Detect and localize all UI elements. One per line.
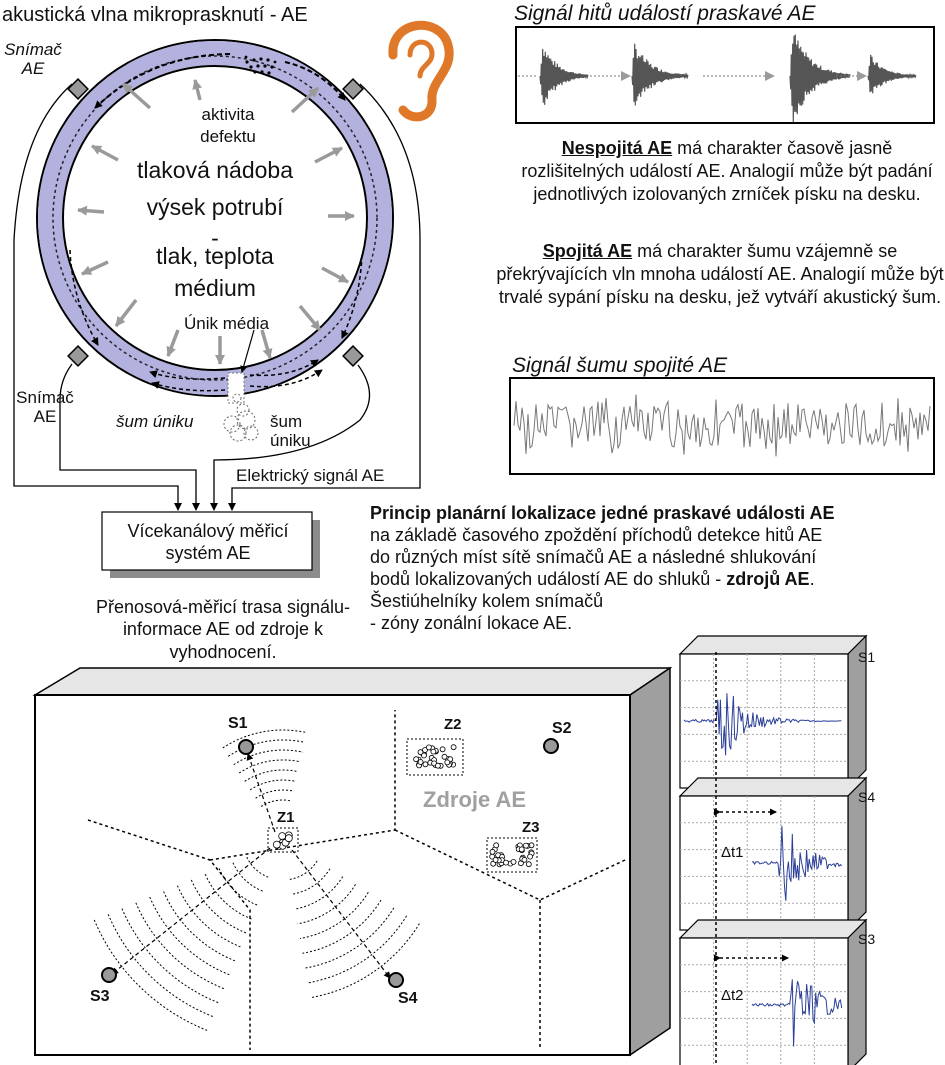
zone-z2: Z2 — [444, 716, 462, 733]
center-line-2: výsek potrubí — [146, 194, 284, 220]
discont-body: má charakter časově jasně rozlišitelných… — [521, 138, 933, 205]
measurement-box — [101, 511, 320, 578]
noise-cloud — [223, 393, 259, 442]
sources-label: Zdroje AE — [423, 787, 527, 812]
signal-cables — [13, 83, 421, 511]
hit-signal-title: Signál hitů událostí praskavé AE — [514, 2, 816, 25]
sensor-s3: S3 — [90, 988, 110, 1005]
noise-signal-title: Signál šumu spojité AE — [512, 354, 728, 377]
defect-label: aktivita defektu — [200, 105, 256, 147]
localization-line-4: bodů lokalizovaných událostí AE do shluk… — [370, 568, 815, 589]
plate — [32, 666, 673, 1057]
panel-label-s3: S3 — [858, 931, 876, 947]
figure-caption: akustická vlna mikroprasknutí - AE — [2, 4, 308, 26]
panel-label-s1: S1 — [858, 649, 876, 665]
zone-z3: Z3 — [522, 819, 540, 836]
localization-line-5: Šestiúhelníky kolem snímačů — [370, 590, 604, 611]
pressure-arrows — [77, 79, 355, 365]
localization-line-2: na základě časového zpoždění příchodů de… — [370, 524, 823, 545]
sensor-s2: S2 — [552, 720, 572, 737]
sensor-label-top: Snímač AE — [4, 40, 62, 79]
ring-sensors — [67, 78, 364, 367]
discont-label: Nespojitá AE — [561, 138, 673, 158]
noise-label-right: šum úniku — [270, 412, 311, 451]
sensor-s1: S1 — [228, 715, 248, 732]
measurement-box-label: Vícekanálový měřicí systém AE — [127, 521, 289, 563]
cont-label: Spojitá AE — [542, 241, 633, 261]
ear-icon — [388, 20, 454, 122]
waveform-panels — [678, 634, 868, 1065]
leak-label: Únik média — [184, 314, 270, 333]
center-line-4: tlak, teplota — [156, 243, 274, 269]
cont-body: má charakter šumu vzájemně se překrývají… — [496, 241, 944, 308]
trasa-text: Přenosová-měřicí trasa signálu-informace… — [95, 597, 351, 662]
cont-description: Spojitá AE má charakter šumu vzájemně se… — [496, 240, 944, 309]
electric-signal-label: Elektrický signál AE — [236, 466, 385, 485]
center-line-1: tlaková nádoba — [136, 157, 293, 183]
delta-t2: Δt2 — [721, 987, 744, 1004]
localization-title: Princip planární lokalizace jedné praska… — [370, 503, 835, 523]
sensor-s4: S4 — [398, 990, 418, 1007]
vessel-ring — [36, 39, 394, 404]
panel-label-s4: S4 — [858, 789, 876, 805]
crack-dots — [244, 55, 277, 75]
hit-signal-box — [515, 26, 935, 124]
localization-line-3: do různých míst sítě snímačů AE a násled… — [370, 546, 817, 567]
center-line-5: médium — [174, 275, 256, 301]
zone-z1: Z1 — [277, 809, 295, 826]
sensor-label-bottom: Snímač AE — [16, 388, 74, 427]
localization-line-6: - zóny zonální lokace AE. — [370, 612, 573, 633]
center-line-3: - — [211, 225, 219, 251]
leak-pointer — [240, 329, 255, 373]
discont-description: Nespojitá AE má charakter časově jasně r… — [518, 137, 936, 206]
noise-signal-box — [509, 377, 935, 475]
delta-t1: Δt1 — [721, 844, 744, 861]
localization-text: Princip planární lokalizace jedné praska… — [370, 503, 942, 635]
noise-label-left: šum úniku — [116, 412, 194, 431]
